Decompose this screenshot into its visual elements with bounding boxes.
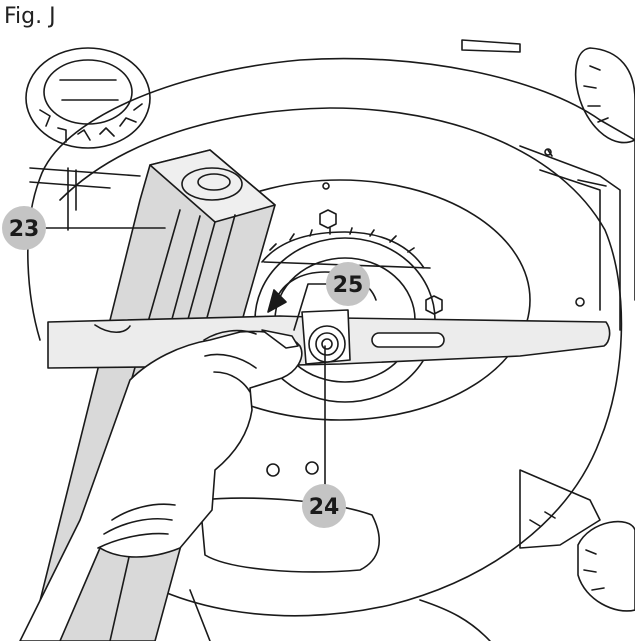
callout-24-label: 24 xyxy=(309,495,340,520)
wheel-top-left xyxy=(26,48,150,148)
deck-lower-shape xyxy=(200,498,379,572)
callout-24: 24 xyxy=(302,484,346,528)
callout-23: 23 xyxy=(2,206,46,250)
callout-25: 25 xyxy=(326,262,370,306)
callout-25-label: 25 xyxy=(333,273,364,298)
wheel-bottom-right xyxy=(578,522,635,611)
hex-nut-upper xyxy=(320,210,336,228)
callout-23-label: 23 xyxy=(9,217,40,242)
blade-bolt xyxy=(302,310,350,364)
side-bracket xyxy=(520,146,620,330)
wheel-top-right xyxy=(576,48,635,143)
